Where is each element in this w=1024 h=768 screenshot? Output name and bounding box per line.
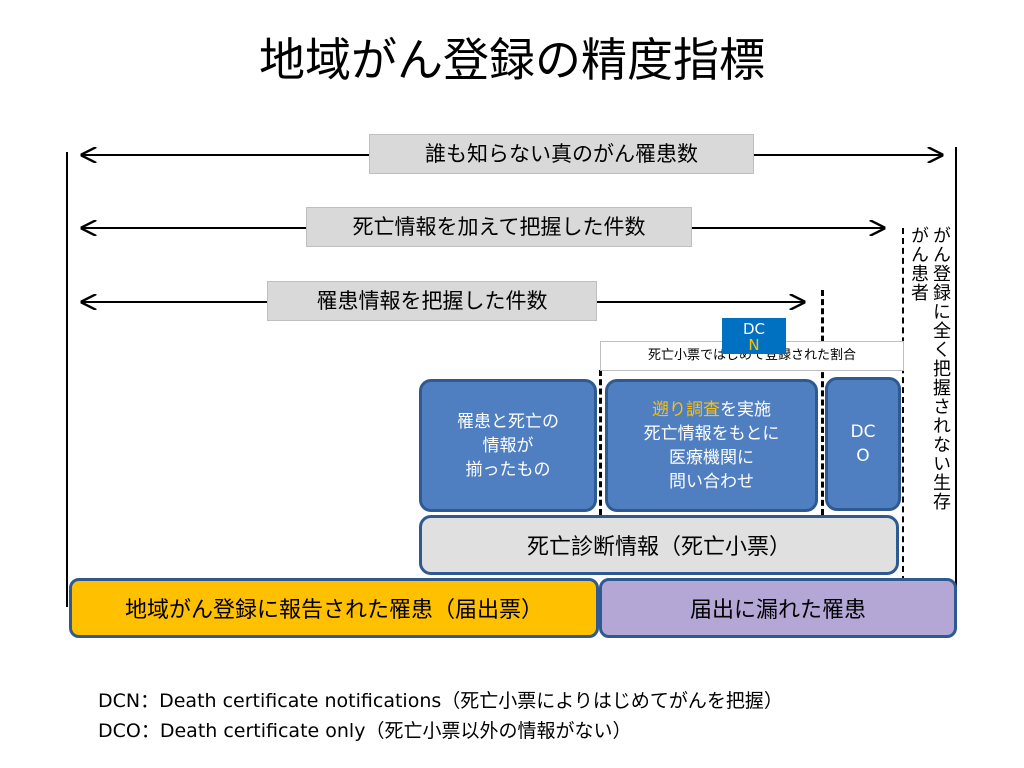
reported-cases-box: 地域がん登録に報告された罹患（届出票） [69, 578, 599, 638]
death-diagnosis-box: 死亡診断情報（死亡小票） [419, 515, 899, 575]
followback-line2: 死亡情報をもとに [643, 423, 780, 444]
incidence-label: 罹患情報を把握した件数 [267, 281, 597, 321]
followback-highlight: 遡り調査 [652, 399, 720, 420]
matched-line1: 罹患と死亡の [457, 411, 559, 432]
followback-box: 遡り調査を実施 死亡情報をもとに 医療機関に 問い合わせ [605, 379, 818, 512]
matched-line3: 揃ったもの [465, 459, 551, 480]
right-boundary-line [955, 147, 957, 607]
dco-box: DC O [825, 377, 901, 511]
page-title: 地域がん登録の精度指標 [259, 33, 765, 87]
dashed-line-dcn-start [599, 370, 602, 515]
followback-line3: 医療機関に [669, 447, 754, 468]
matched-line2: 情報が [482, 435, 534, 456]
dcn-tag: DC N [722, 318, 786, 354]
dco-line2: O [856, 446, 870, 466]
vertical-text-inner: がん患者 [908, 226, 929, 302]
dcn-tag-line1: DC [742, 320, 766, 338]
dco-line1: DC [850, 422, 876, 442]
dashed-line-incidence-limit [821, 290, 824, 515]
followback-line4: 問い合わせ [669, 471, 754, 492]
vertical-text-outer: がん登録に全く把握されない生存 [930, 226, 951, 511]
dashed-line-death-limit [902, 228, 904, 582]
true-cases-label: 誰も知らない真のがん罹患数 [369, 134, 754, 174]
dcn-tag-line2: N [748, 336, 760, 354]
left-boundary-line [66, 152, 68, 607]
missed-cases-box: 届出に漏れた罹患 [599, 578, 957, 638]
death-info-label: 死亡情報を加えて把握した件数 [306, 207, 692, 247]
matched-info-box: 罹患と死亡の 情報が 揃ったもの [419, 379, 597, 512]
dco-note: DCO：Death certificate only（死亡小票以外の情報がない） [98, 720, 632, 742]
dcn-note: DCN：Death certificate notifications（死亡小票… [98, 690, 783, 712]
followback-line1-rest: を実施 [720, 399, 771, 420]
